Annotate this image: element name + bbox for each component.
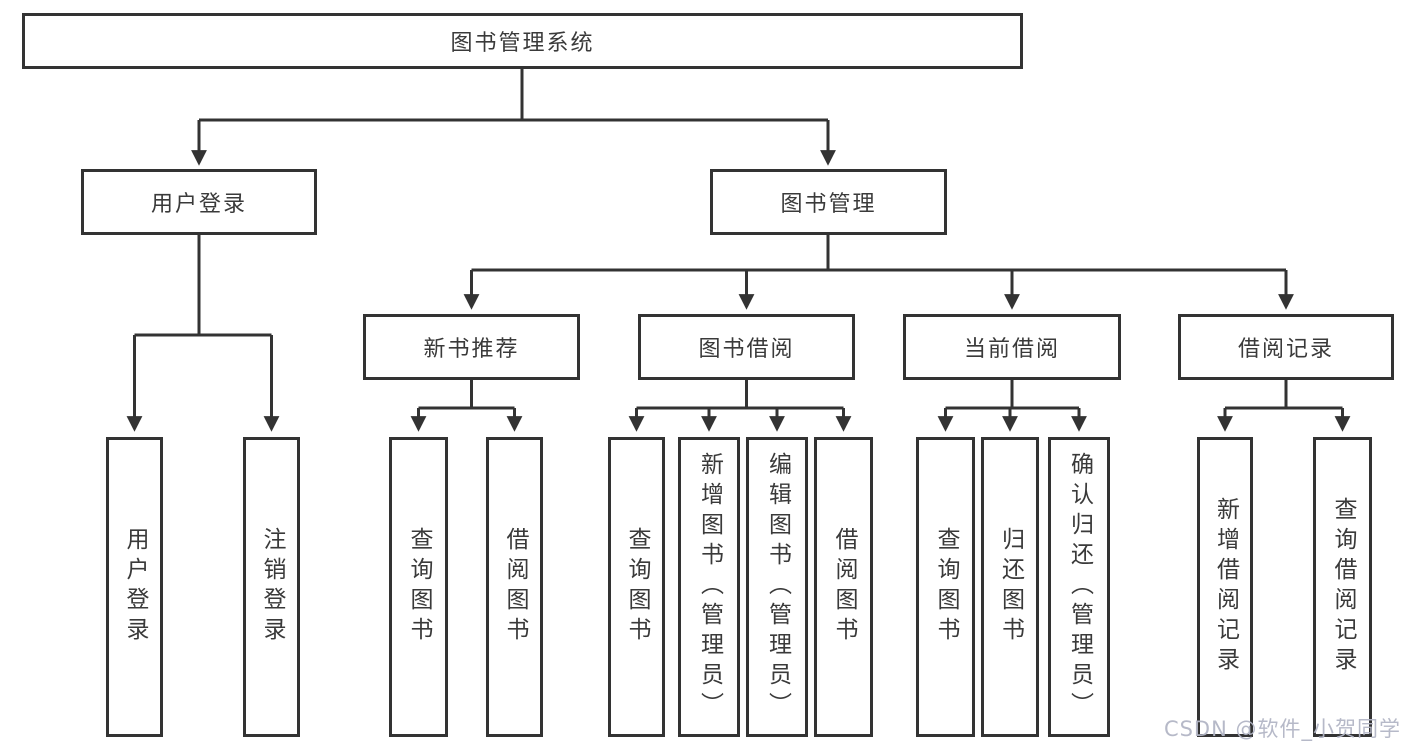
leaf-user-login: 用户登录 bbox=[106, 437, 163, 737]
leaf-records-query-record: 查询借阅记录 bbox=[1313, 437, 1372, 737]
leaf-borrowing-edit-books-admin: 编辑图书（管理员） bbox=[746, 437, 808, 737]
leaf-current-return-books: 归还图书 bbox=[981, 437, 1039, 737]
leaf-records-add-record: 新增借阅记录 bbox=[1197, 437, 1253, 737]
leaf-recommend-borrow-books: 借阅图书 bbox=[486, 437, 543, 737]
node-book-borrowing: 图书借阅 bbox=[638, 314, 855, 380]
leaf-borrowing-borrow-books: 借阅图书 bbox=[814, 437, 873, 737]
node-book-management: 图书管理 bbox=[710, 169, 947, 235]
connector-book-management-children bbox=[463, 235, 1294, 310]
connector-user-login-children bbox=[126, 235, 280, 432]
node-current-borrowing: 当前借阅 bbox=[903, 314, 1121, 380]
leaf-logout: 注销登录 bbox=[243, 437, 300, 737]
connector-root-to-level2 bbox=[191, 69, 836, 166]
node-user-login: 用户登录 bbox=[81, 169, 317, 235]
leaf-current-query-books: 查询图书 bbox=[916, 437, 975, 737]
connector-book-borrow-children bbox=[628, 380, 852, 432]
leaf-borrowing-add-books-admin: 新增图书（管理员） bbox=[678, 437, 740, 737]
connector-current-borrow-children bbox=[937, 380, 1087, 432]
connector-new-book-children bbox=[410, 380, 523, 432]
csdn-watermark: CSDN @软件_小贺同学 bbox=[1163, 717, 1401, 741]
leaf-current-confirm-return-admin: 确认归还（管理员） bbox=[1048, 437, 1110, 737]
leaf-borrowing-query-books: 查询图书 bbox=[608, 437, 665, 737]
node-library-management-system: 图书管理系统 bbox=[22, 13, 1023, 69]
node-new-book-recommendation: 新书推荐 bbox=[363, 314, 580, 380]
node-borrowing-records: 借阅记录 bbox=[1178, 314, 1394, 380]
connector-borrow-records-children bbox=[1217, 380, 1351, 432]
leaf-recommend-query-books: 查询图书 bbox=[389, 437, 448, 737]
